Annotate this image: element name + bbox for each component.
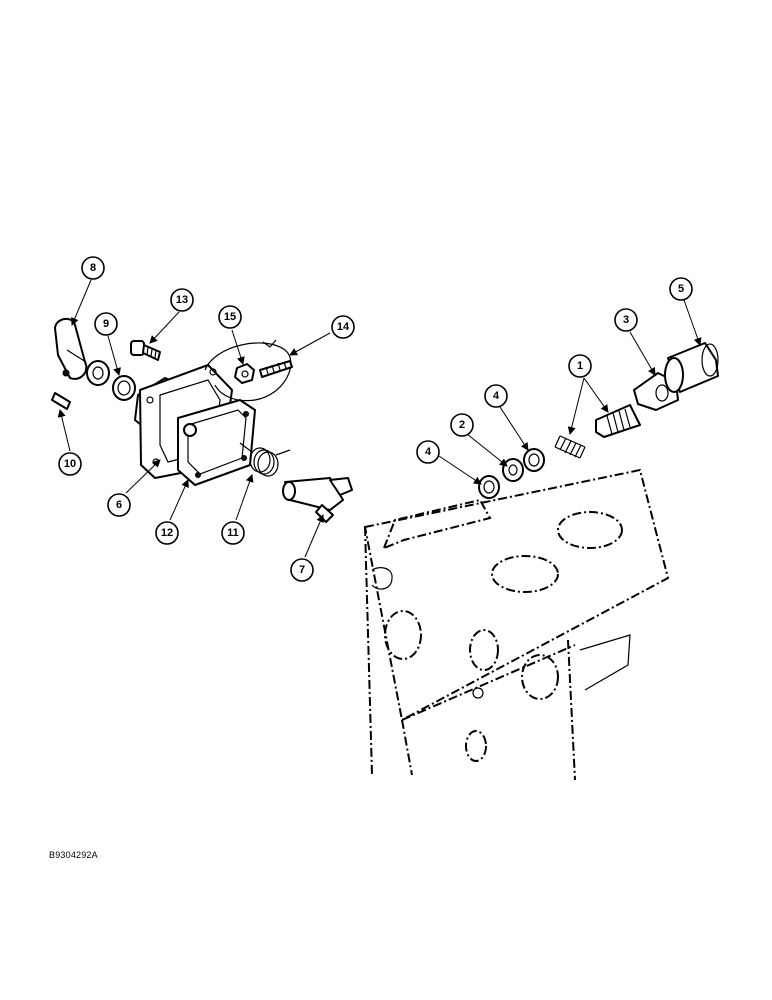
callout-label: 9 — [103, 318, 109, 330]
callout-9: 9 — [94, 312, 118, 336]
callout-label: 14 — [337, 321, 350, 333]
callout-label: 11 — [227, 527, 239, 539]
spring-and-screw-part — [554, 404, 641, 459]
callout-label: 6 — [116, 499, 122, 511]
callout-12: 12 — [155, 521, 179, 545]
callout-label: 8 — [90, 262, 96, 274]
callout-2: 2 — [450, 413, 474, 437]
callout-label: 13 — [176, 294, 188, 306]
bolt-part — [130, 340, 161, 361]
callout-4-right: 4 — [484, 384, 508, 408]
leader-lines — [57, 279, 702, 558]
callout-13: 13 — [170, 288, 194, 312]
callout-15: 15 — [218, 305, 242, 329]
gasket-part — [177, 399, 256, 486]
nut-part — [502, 458, 524, 482]
adjustment-detail — [204, 339, 293, 402]
callout-label: 3 — [623, 314, 629, 326]
callout-label: 1 — [577, 360, 583, 372]
torsion-spring-part — [239, 442, 291, 477]
lever-part — [54, 317, 110, 386]
callout-5: 5 — [669, 277, 693, 301]
callout-10: 10 — [58, 452, 82, 476]
callout-6: 6 — [107, 493, 131, 517]
callout-14: 14 — [331, 315, 355, 339]
cap-part — [664, 342, 719, 393]
callout-1: 1 — [568, 354, 592, 378]
seal-part — [112, 375, 136, 401]
callout-3: 3 — [614, 308, 638, 332]
callout-label: 10 — [64, 458, 76, 470]
callout-label: 4 — [493, 390, 500, 402]
callout-4-left: 4 — [416, 440, 440, 464]
callout-7: 7 — [290, 558, 314, 582]
callout-8: 8 — [81, 256, 105, 280]
washer-part-left — [478, 475, 500, 499]
drawing-reference-code: B9304292A — [49, 850, 98, 860]
washer-part-right — [523, 448, 545, 472]
pin-part — [51, 392, 71, 410]
callout-11: 11 — [221, 521, 245, 545]
callout-label: 2 — [459, 419, 465, 431]
callout-label: 4 — [425, 446, 432, 458]
shaft-part — [282, 477, 353, 523]
engine-block — [363, 468, 670, 781]
callout-label: 12 — [161, 527, 173, 539]
callout-label: 15 — [224, 311, 236, 323]
callout-label: 7 — [299, 564, 305, 576]
callout-label: 5 — [678, 283, 684, 295]
